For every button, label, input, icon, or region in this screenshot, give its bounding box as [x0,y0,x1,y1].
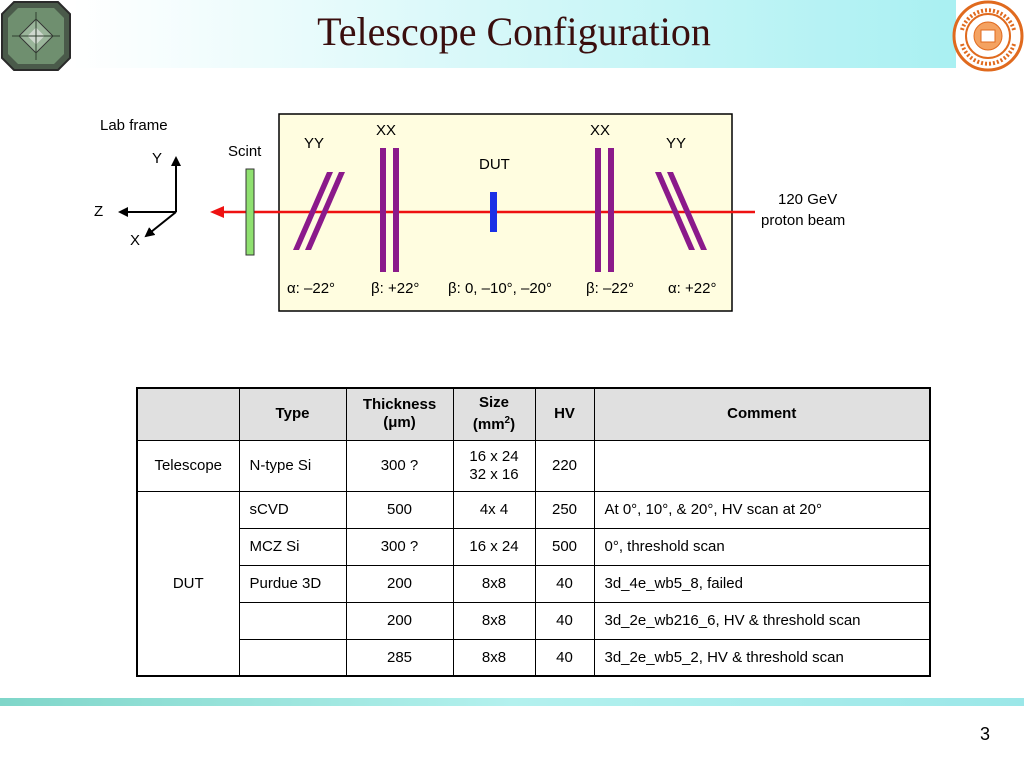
cell-thickness: 200 [345,564,454,603]
header-blank [136,387,240,441]
cell-comment: 0°, threshold scan [593,527,931,566]
cell-type [238,638,347,677]
angle-label-beta-left: β: +22° [371,280,420,297]
table-row: DUT sCVD 500 4x 4 250 At 0°, 10°, & 20°,… [136,490,931,677]
cell-type: Purdue 3D [238,564,347,603]
cell-hv: 40 [534,564,595,603]
cell-hv: 220 [534,439,595,492]
table-row: MCZ Si 300 ? 16 x 24 500 0°, threshold s… [137,527,931,566]
cell-group-dut: DUT [136,490,240,677]
footer-bar [0,698,1024,706]
yy-plane-left-2 [305,172,345,250]
cell-hv: 40 [534,601,595,640]
slide-title: Telescope Configuration [317,9,711,54]
header-thickness: Thickness(μm) [345,387,454,441]
cell-thickness: 300 ? [345,527,454,566]
yy-plane-left-1 [293,172,333,250]
xx-plane-left-1 [380,148,386,272]
cell-hv: 40 [534,638,595,677]
title-bar [72,0,956,68]
cell-thickness: 500 [345,490,454,529]
cell-type: sCVD [238,490,347,529]
table-row: 285 8x8 40 3d_2e_wb5_2, HV & threshold s… [137,638,931,677]
y-axis-label: Y [152,150,163,167]
table-header-row: Type Thickness(μm) Size(mm2) HV Comment [136,387,931,441]
cell-comment: 3d_2e_wb216_6, HV & threshold scan [593,601,931,640]
header-hv: HV [534,387,595,441]
beam-type-label: proton beam [761,212,846,229]
cell-size: 16 x 24 [452,527,536,566]
dut-plane [490,192,497,232]
angle-label-beta-dut: β: 0, –10°, –20° [448,280,553,297]
header-type: Type [238,387,347,441]
cell-group-telescope: Telescope [136,439,240,492]
telescope-diagram: Lab frame Y Z X Scint YY XX DUT XX YY α:… [0,100,1024,330]
yy-right-label: YY [666,135,687,152]
beam-energy-label: 120 GeV [778,191,838,208]
xx-right-label: XX [590,122,611,139]
z-axis-label: Z [94,203,104,220]
lab-frame-label: Lab frame [100,117,168,134]
cell-thickness: 200 [345,601,454,640]
cell-thickness: 300 ? [345,439,454,492]
x-axis-arrow [144,211,177,238]
yy-left-label: YY [304,135,325,152]
table-row: Purdue 3D 200 8x8 40 3d_4e_wb5_8, failed [137,564,931,603]
cell-comment: 3d_2e_wb5_2, HV & threshold scan [593,638,931,677]
chip-logo-icon [1,1,71,71]
xx-plane-right-2 [608,148,614,272]
detector-table: Type Thickness(μm) Size(mm2) HV Comment … [136,387,931,677]
cell-type [238,601,347,640]
yy-plane-right-1 [655,172,695,250]
xx-plane-right-1 [595,148,601,272]
cell-type: N-type Si [238,439,347,492]
cell-size: 8x8 [452,564,536,603]
syracuse-university-seal-icon [952,0,1024,72]
scint-label: Scint [228,143,262,160]
table-row: 200 8x8 40 3d_2e_wb216_6, HV & threshold… [137,601,931,640]
xx-left-label: XX [376,122,397,139]
cell-hv: 250 [534,490,595,529]
lab-frame-axes [118,156,181,238]
cell-comment: 3d_4e_wb5_8, failed [593,564,931,603]
cell-comment: At 0°, 10°, & 20°, HV scan at 20° [593,490,931,529]
angle-label-alpha-right: α: +22° [668,280,717,297]
x-axis-label: X [130,232,141,249]
angle-label-beta-right: β: –22° [586,280,634,297]
cell-type: MCZ Si [238,527,347,566]
cell-size: 8x8 [452,601,536,640]
header-size: Size(mm2) [452,387,536,441]
cell-comment [593,439,931,492]
page-number: 3 [979,724,990,744]
cell-hv: 500 [534,527,595,566]
scintillator [245,168,255,256]
cell-size: 8x8 [452,638,536,677]
cell-thickness: 285 [345,638,454,677]
dut-label: DUT [479,156,510,173]
header-comment: Comment [593,387,931,441]
yy-plane-right-2 [667,172,707,250]
angle-label-alpha-left: α: –22° [287,280,336,297]
cell-size: 4x 4 [452,490,536,529]
xx-plane-left-2 [393,148,399,272]
